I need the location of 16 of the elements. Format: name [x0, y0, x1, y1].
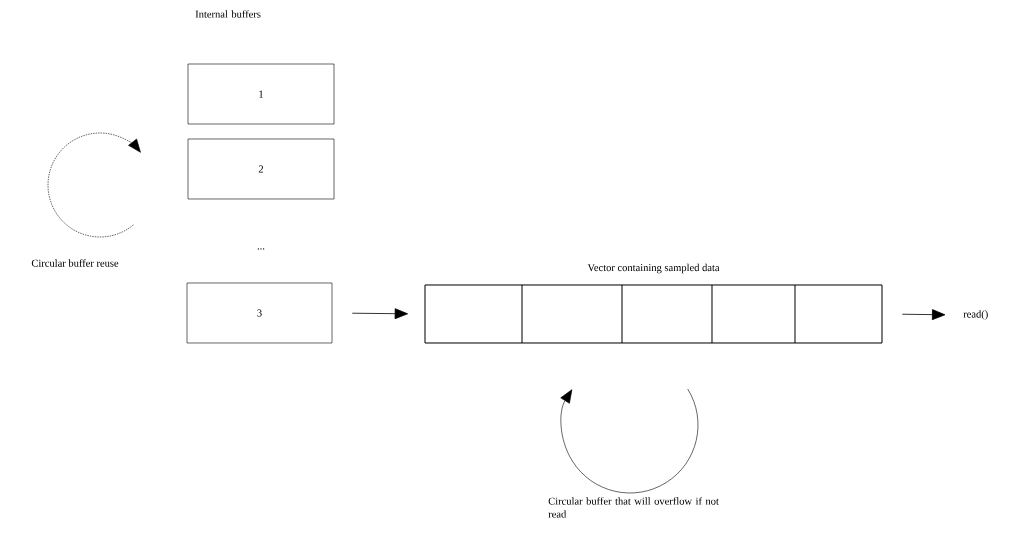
ellipsis: ... [257, 248, 265, 250]
vector-cell [424, 284, 523, 344]
arrow [901, 309, 946, 321]
vector-cell [521, 284, 623, 344]
function-label: read() [963, 310, 988, 320]
buffer-box: 2 [187, 138, 335, 200]
column-heading: Internal buffers [195, 10, 261, 18]
caption-text: Circular buffer that will overflow if not read [548, 497, 719, 518]
arrow [351, 308, 408, 320]
node-label: Vector containing sampled data [587, 263, 720, 274]
vector-cell [621, 284, 713, 344]
caption-text: Circular buffer reuse [31, 259, 119, 267]
buffer-box: 1 [187, 63, 335, 125]
vector-cell [794, 284, 883, 344]
buffer-box: 3 [186, 282, 333, 344]
vector-cell [711, 284, 796, 344]
